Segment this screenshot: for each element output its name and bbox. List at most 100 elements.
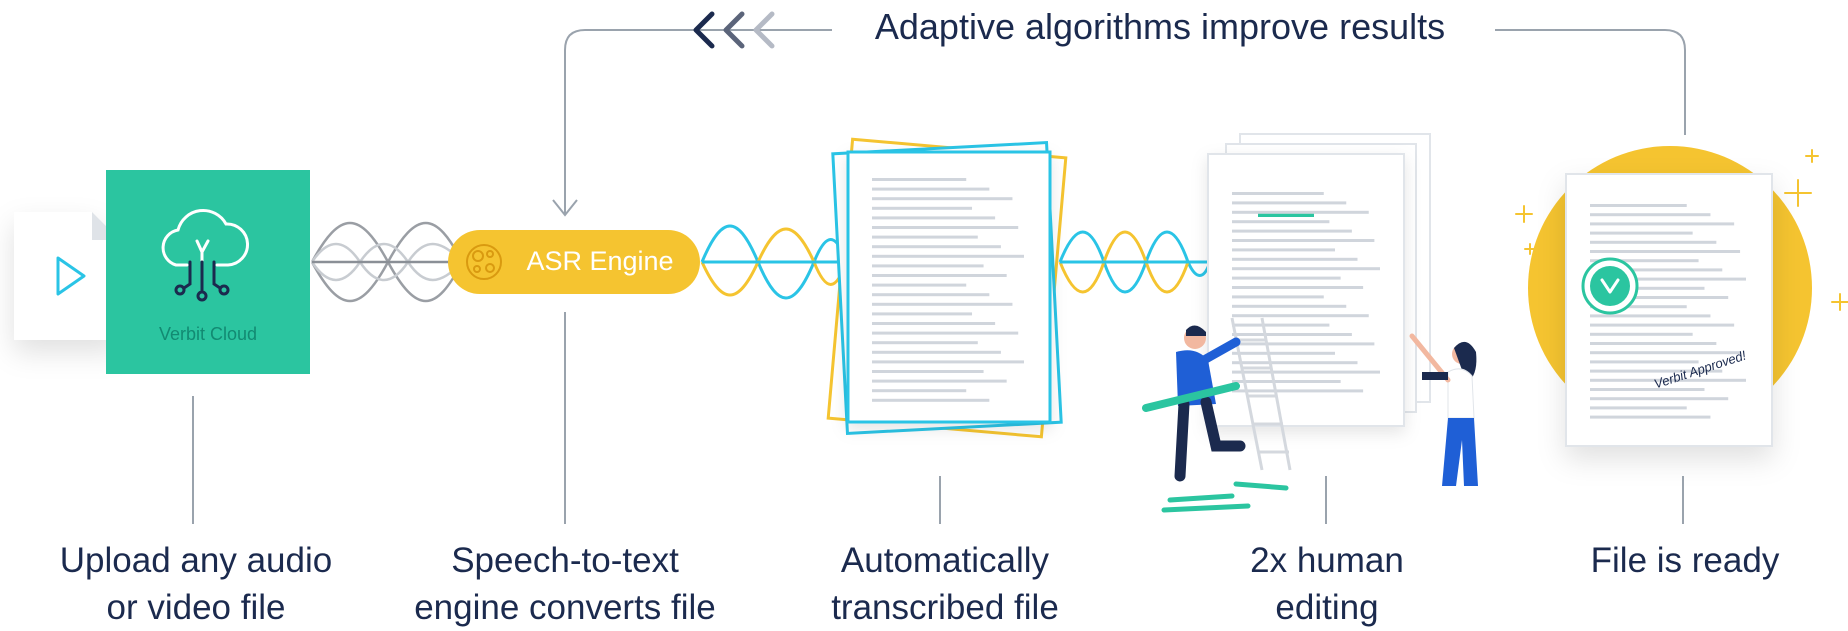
step-connectors bbox=[192, 312, 1684, 524]
play-icon bbox=[56, 256, 86, 296]
text-line bbox=[872, 322, 996, 325]
text-line bbox=[1232, 267, 1380, 271]
step-speech-to-text-label: Speech-to-text engine converts file bbox=[400, 537, 730, 631]
text-line bbox=[1590, 277, 1746, 281]
text-line bbox=[872, 302, 1013, 306]
chevron-left-icon bbox=[693, 11, 775, 49]
text-line bbox=[1232, 220, 1330, 224]
text-line bbox=[872, 312, 973, 316]
text-line bbox=[872, 398, 990, 402]
text-line bbox=[1232, 351, 1336, 355]
verbit-cloud-box bbox=[106, 170, 310, 374]
text-line bbox=[1590, 240, 1717, 244]
cloud-icon bbox=[161, 208, 249, 302]
text-line bbox=[1232, 201, 1347, 205]
step-speech-to-text-line-2: engine converts file bbox=[414, 588, 716, 627]
color-sound-wave-2 bbox=[1058, 230, 1212, 294]
feedback-loop bbox=[552, 11, 1686, 217]
text-line bbox=[1590, 342, 1717, 345]
step-transcribed-label: Automatically transcribed file bbox=[780, 537, 1110, 631]
text-line bbox=[872, 370, 984, 373]
text-line bbox=[1590, 250, 1741, 253]
ladder bbox=[1230, 317, 1292, 471]
step-speech-to-text-line-1: Speech-to-text bbox=[451, 541, 679, 580]
text-line bbox=[1232, 239, 1375, 242]
text-line bbox=[1590, 360, 1699, 364]
step-file-ready-label: File is ready bbox=[1520, 537, 1848, 584]
text-line bbox=[1232, 342, 1375, 346]
text-line bbox=[1590, 204, 1687, 207]
text-line bbox=[1232, 380, 1341, 383]
text-line bbox=[872, 331, 1019, 335]
text-line bbox=[1232, 286, 1364, 289]
text-line bbox=[872, 274, 1007, 277]
text-line bbox=[872, 187, 990, 191]
text-line bbox=[872, 197, 1013, 201]
man-editor-illustration bbox=[1142, 325, 1246, 482]
step-upload-line-1: Upload any audio bbox=[59, 541, 333, 580]
text-line bbox=[1590, 406, 1687, 410]
transcript-stack bbox=[826, 137, 1068, 439]
text-line bbox=[872, 293, 990, 297]
text-line bbox=[1232, 304, 1347, 308]
text-line bbox=[872, 245, 1001, 249]
feedback-arrowhead bbox=[552, 199, 578, 217]
text-line bbox=[1232, 295, 1324, 299]
feedback-loop-label: Adaptive algorithms improve results bbox=[874, 6, 1446, 47]
feedback-line-left bbox=[564, 29, 832, 215]
woman-editor-illustration bbox=[1409, 333, 1478, 486]
step-transcribed-line-1: Automatically bbox=[840, 541, 1050, 580]
text-line bbox=[1590, 296, 1729, 299]
text-line bbox=[1590, 259, 1699, 263]
text-line bbox=[1232, 314, 1369, 318]
asr-engine-label: ASR Engine bbox=[526, 246, 674, 276]
text-line bbox=[872, 341, 978, 345]
step-human-editing-label: 2x human editing bbox=[1162, 537, 1492, 631]
editing-documents bbox=[1207, 133, 1431, 427]
text-line bbox=[872, 235, 978, 239]
text-line bbox=[1232, 248, 1336, 252]
text-line bbox=[1590, 332, 1693, 336]
text-line bbox=[1590, 397, 1729, 401]
text-line bbox=[872, 178, 967, 181]
text-line bbox=[1232, 323, 1330, 327]
step-human-editing-line-1: 2x human bbox=[1250, 541, 1404, 580]
text-line bbox=[1232, 333, 1352, 336]
text-line bbox=[872, 254, 1024, 258]
text-line bbox=[1590, 388, 1705, 391]
step-upload-line-2: or video file bbox=[106, 588, 286, 627]
step-upload-label: Upload any audio or video file bbox=[31, 537, 361, 631]
color-sound-wave bbox=[700, 224, 848, 300]
text-line bbox=[872, 283, 967, 287]
text-line bbox=[1232, 210, 1369, 214]
text-line bbox=[1232, 389, 1364, 393]
feedback-line-right bbox=[1495, 29, 1686, 135]
text-line bbox=[1590, 222, 1735, 226]
text-line bbox=[872, 206, 973, 210]
media-file-card bbox=[14, 212, 120, 340]
text-line bbox=[1232, 229, 1352, 233]
sparkle-icon bbox=[1515, 149, 1848, 311]
text-line bbox=[1232, 370, 1380, 374]
text-line bbox=[872, 264, 984, 268]
text-line bbox=[1590, 286, 1705, 290]
text-line bbox=[1232, 257, 1358, 261]
text-line bbox=[872, 379, 1007, 383]
text-line bbox=[872, 350, 1001, 354]
text-line bbox=[872, 216, 996, 220]
text-lines bbox=[872, 178, 1024, 402]
text-line bbox=[1232, 276, 1341, 280]
text-line bbox=[1590, 323, 1735, 327]
gray-sound-wave bbox=[310, 221, 464, 303]
asr-engine-pill bbox=[448, 230, 700, 294]
text-lines bbox=[1590, 204, 1746, 419]
checkmark-badge-icon bbox=[1581, 257, 1639, 315]
text-line bbox=[1590, 213, 1711, 217]
text-line bbox=[1232, 361, 1358, 365]
text-lines bbox=[1232, 192, 1380, 393]
text-line bbox=[1590, 369, 1723, 373]
step-transcribed-line-2: transcribed file bbox=[831, 588, 1059, 627]
text-line bbox=[1590, 415, 1711, 419]
text-line bbox=[1590, 378, 1746, 382]
